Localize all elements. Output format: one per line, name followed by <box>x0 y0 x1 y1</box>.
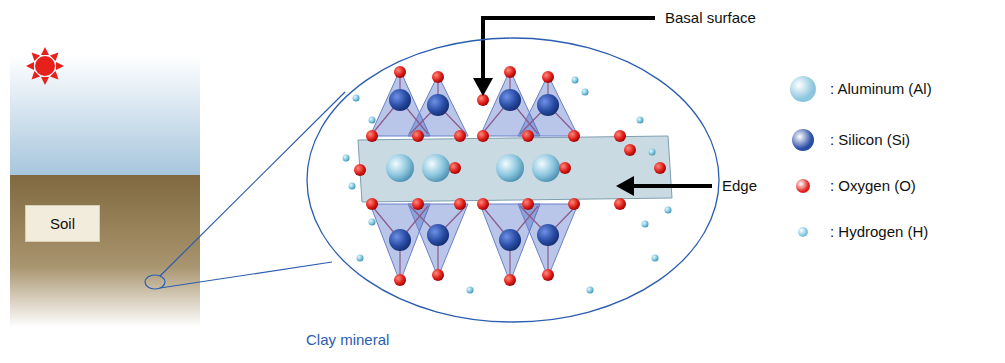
oxygen-atom <box>542 269 554 281</box>
oxygen-atom <box>559 162 571 174</box>
sun-disc <box>35 56 55 76</box>
oxygen-atom <box>542 71 554 83</box>
callout-label: Edge <box>722 177 757 195</box>
silicon-atom <box>427 224 449 246</box>
hydrogen-atom <box>369 219 376 226</box>
zoom-spot <box>145 275 165 289</box>
octahedral-sheet <box>358 136 672 202</box>
oxygen-atom <box>614 198 626 210</box>
aluminum-atom <box>422 154 450 182</box>
oxygen-atom <box>394 66 406 78</box>
arrow-head <box>473 78 493 96</box>
legend-row: : Oxygen (O) <box>790 177 916 195</box>
zoom-line <box>160 92 345 276</box>
zoom-ellipse: Clay mineral <box>306 37 720 323</box>
hydrogen-atom <box>353 95 360 102</box>
oxygen-atom <box>412 130 424 142</box>
oxygen-atom <box>366 130 378 142</box>
silicon-atom <box>499 89 521 111</box>
soil-ground <box>10 175 200 327</box>
aluminum-atom <box>496 154 524 182</box>
tetrahedron <box>518 204 578 277</box>
hydrogen-atom <box>587 287 594 294</box>
aluminum-atom <box>532 154 560 182</box>
oxygen-atom <box>614 130 626 142</box>
oxygen-atom <box>477 130 489 142</box>
box-label: Soil <box>50 215 75 233</box>
oxygen-atom <box>354 164 366 176</box>
oxygen-atom <box>394 274 406 286</box>
crystal-structure <box>343 66 673 294</box>
hydrogen-atom <box>369 117 376 124</box>
oxygen-atom <box>412 198 424 210</box>
oxygen-atom <box>624 144 636 156</box>
legend-text: : Oxygen (O) <box>830 177 916 195</box>
pointer-arrow <box>483 18 655 80</box>
legend-swatch <box>796 179 810 193</box>
oxygen-atom <box>366 198 378 210</box>
oxygen-atom <box>454 198 466 210</box>
tetrahedron <box>408 204 468 277</box>
hydrogen-atom <box>642 221 649 228</box>
oxygen-atom <box>504 66 516 78</box>
label-box: Soil <box>25 205 100 242</box>
tetrahedron <box>370 70 430 136</box>
sun-ray <box>26 62 34 70</box>
silicon-atom <box>427 94 449 116</box>
oxygen-atom <box>522 130 534 142</box>
legend-swatch <box>798 227 808 237</box>
arrow-head <box>616 176 634 196</box>
ellipse-outline <box>306 37 720 323</box>
oxygen-atom <box>504 274 516 286</box>
hydrogen-atom <box>665 207 672 214</box>
pointer-arrow <box>632 184 712 188</box>
silicon-atom <box>537 94 559 116</box>
legend-text: : Hydrogen (H) <box>830 223 928 241</box>
callout-label: Basal surface <box>665 9 756 27</box>
hydrogen-atom <box>652 255 659 262</box>
silicon-atom <box>499 229 521 251</box>
oxygen-atom <box>449 162 461 174</box>
legend-text: : Aluminum (Al) <box>830 80 932 98</box>
hydrogen-atom <box>467 287 474 294</box>
sky <box>10 55 200 175</box>
figure-caption: Clay mineral <box>306 331 389 349</box>
hydrogen-atom <box>637 117 644 124</box>
hydrogen-atom <box>343 155 350 162</box>
tetrahedron <box>408 75 468 136</box>
hydrogen-atom <box>572 77 579 84</box>
hydrogen-atom <box>349 183 356 190</box>
legend-row: : Silicon (Si) <box>790 129 910 151</box>
aluminum-atom <box>386 154 414 182</box>
sun-ray <box>56 62 64 70</box>
hydrogen-atom <box>582 89 589 96</box>
silicon-atom <box>537 224 559 246</box>
oxygen-atom <box>477 198 489 210</box>
ellipse-outline <box>307 38 719 322</box>
legend-row: : Hydrogen (H) <box>790 223 928 241</box>
oxygen-atom <box>654 162 666 174</box>
oxygen-atom <box>432 71 444 83</box>
hydrogen-atom <box>649 149 656 156</box>
sun-ray <box>41 47 49 55</box>
oxygen-atom <box>522 198 534 210</box>
silicon-atom <box>389 89 411 111</box>
legend-swatch <box>792 129 814 151</box>
oxygen-atom <box>454 130 466 142</box>
legend-swatch <box>790 76 816 102</box>
oxygen-atom <box>432 269 444 281</box>
oxygen-atom <box>568 130 580 142</box>
zoom-line <box>160 262 332 288</box>
sun-icon <box>26 47 64 85</box>
tetrahedron <box>518 75 578 136</box>
legend-text: : Silicon (Si) <box>830 131 910 149</box>
silicon-atom <box>389 229 411 251</box>
hydrogen-atom <box>357 255 364 262</box>
sun-ray <box>41 77 49 85</box>
legend-row: : Aluminum (Al) <box>790 76 932 102</box>
oxygen-atom <box>568 198 580 210</box>
